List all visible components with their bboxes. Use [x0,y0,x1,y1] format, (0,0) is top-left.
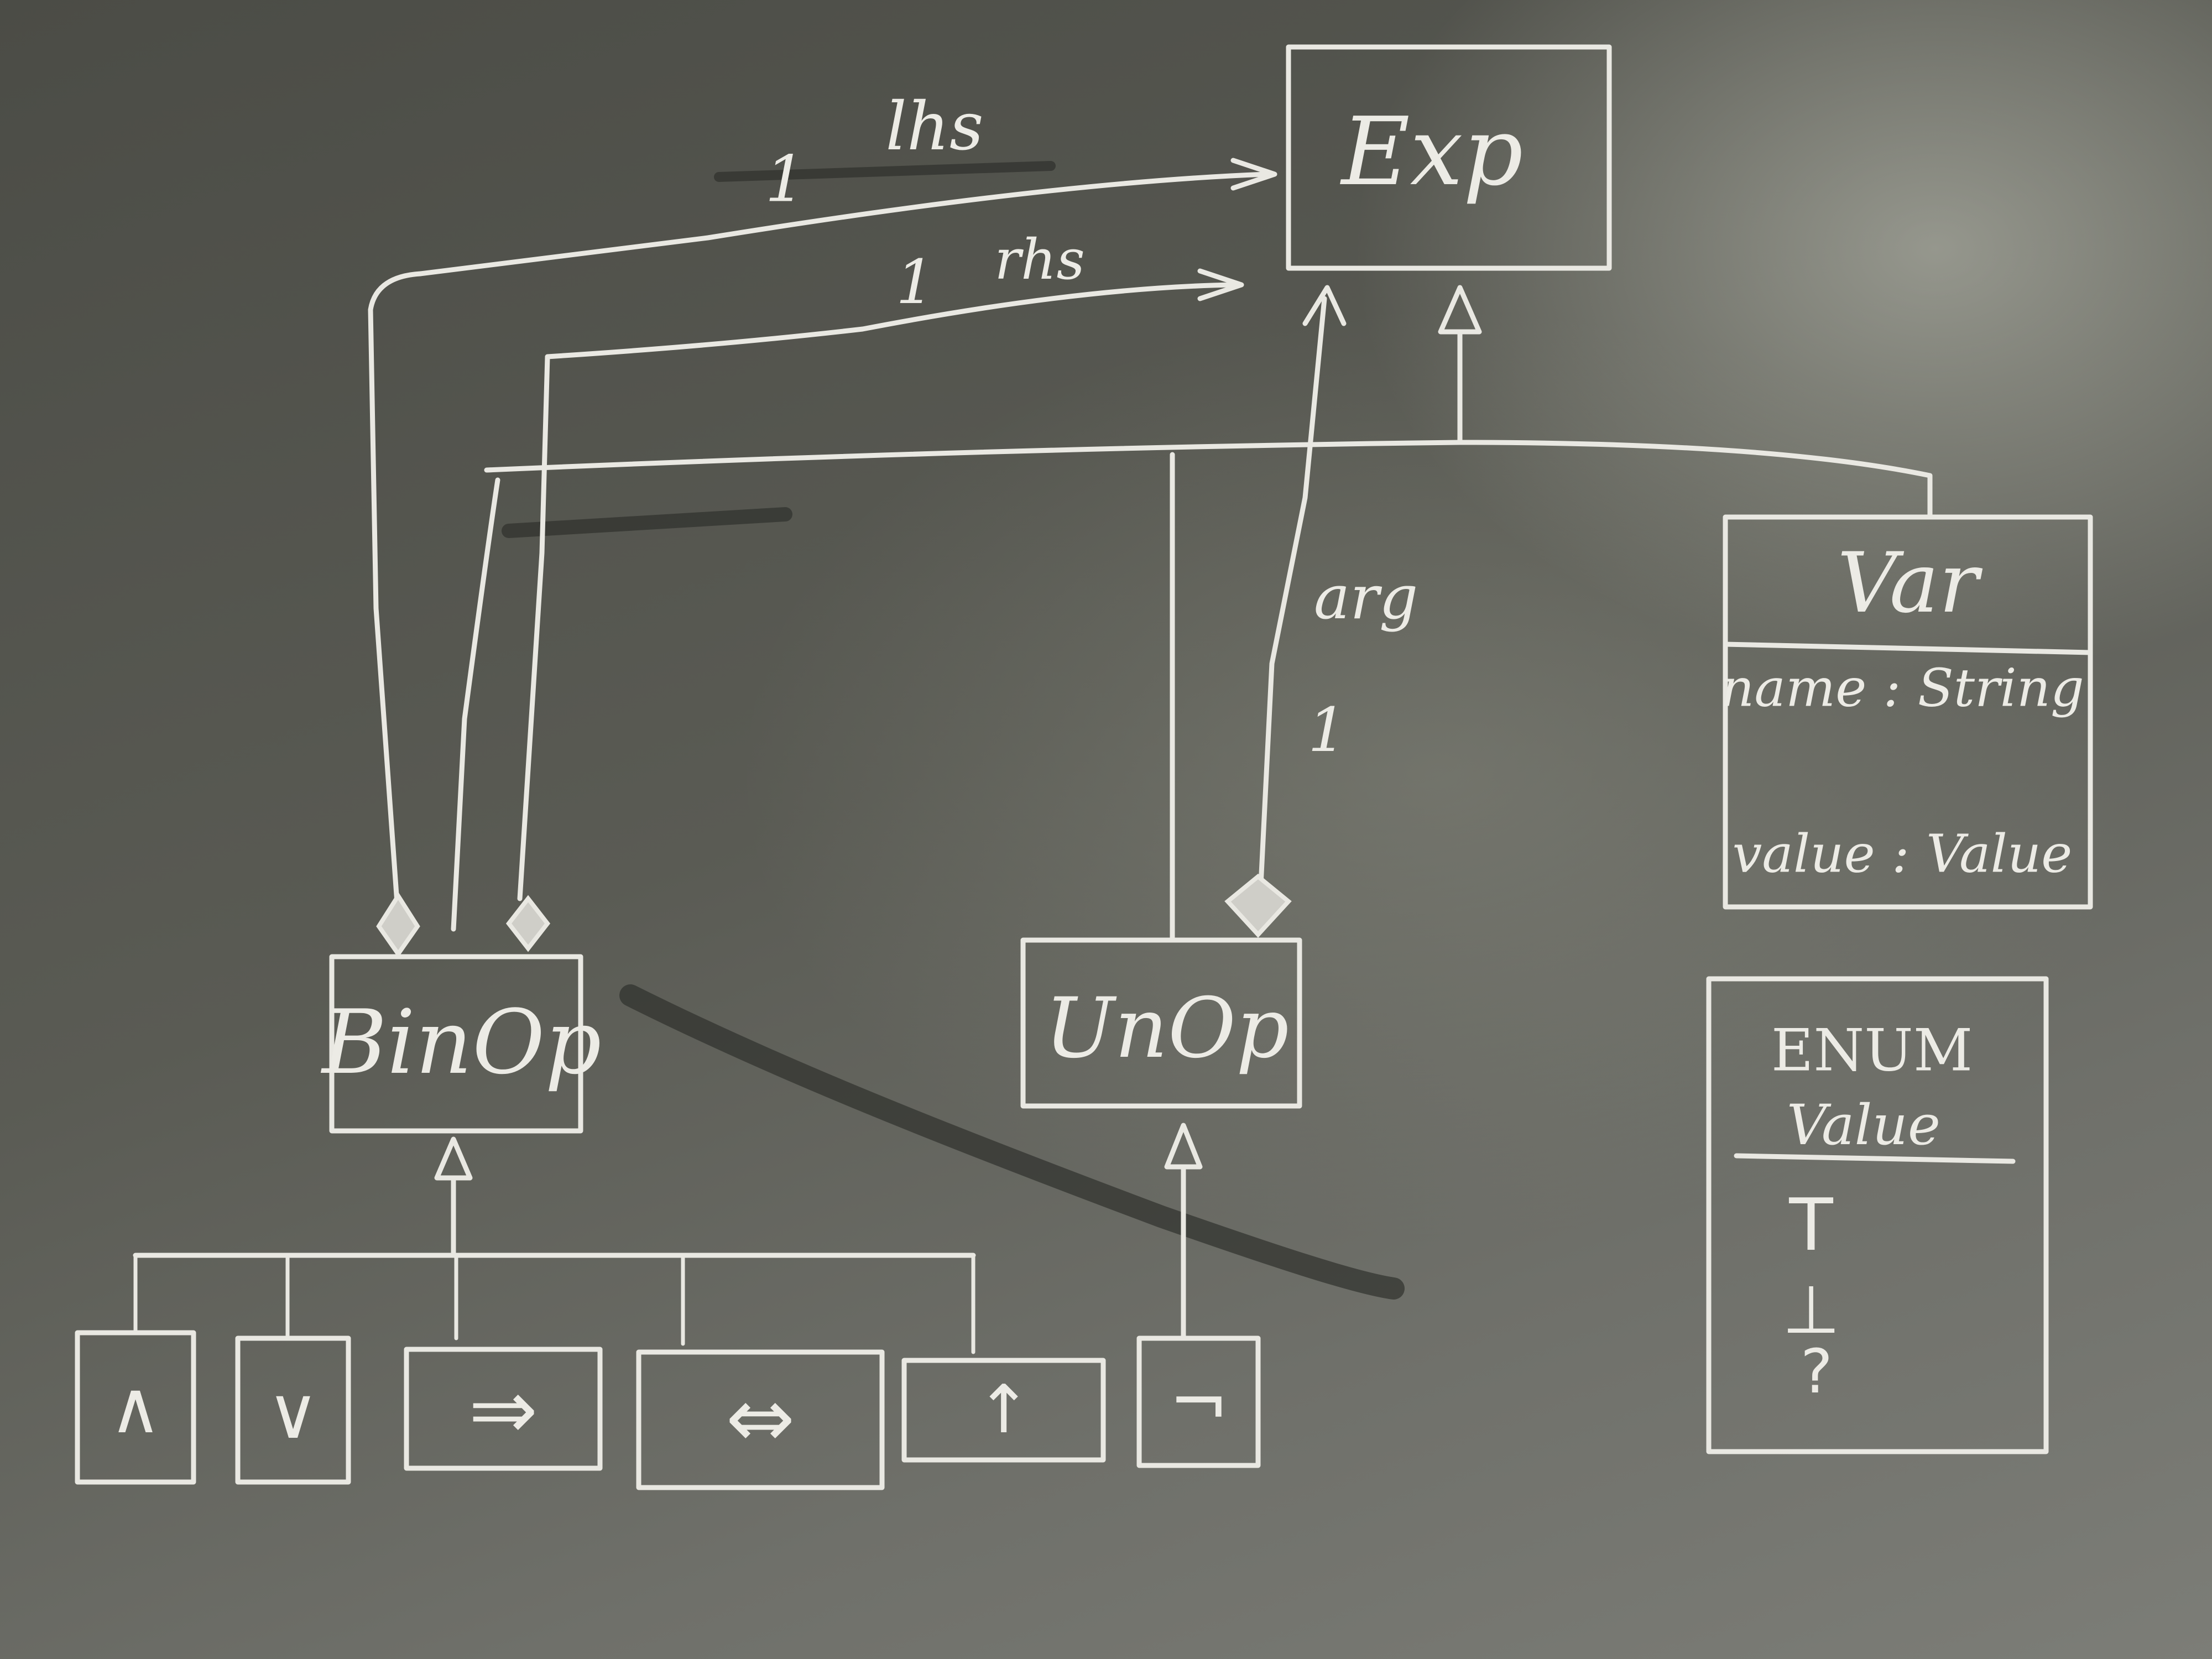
rhs-role: rhs [994,227,1085,292]
enum-name: Value [1786,1093,1941,1157]
enum-stereotype: ENUM [1771,1016,1973,1084]
unop-sub-triangle [1164,1123,1203,1170]
var-class-box [1723,514,2093,910]
arg-arrowhead [1302,285,1347,326]
enum-value-box [1706,976,2049,1454]
eraser-smudge [502,507,792,538]
var-attribute-value: value : Value [1732,823,2073,885]
arg-multiplicity: 1 [1308,695,1347,765]
var-attribute-name: name : String [1720,658,2084,719]
unop-class-box [1020,937,1302,1109]
binop-sub-triangle [434,1136,473,1181]
enum-divider [1734,1153,2016,1164]
iff-operator: ⇔ [726,1370,795,1467]
lhs-arrowhead [1230,158,1277,191]
exp-class-box [1286,44,1612,271]
exp-class-name: Exp [1341,97,1524,207]
not-operator: ¬ [1168,1360,1229,1444]
lhs-role: lhs [885,88,984,165]
binop-class-box [329,954,583,1134]
var-attribute-divider [1723,641,2093,655]
eraser-smudge [714,161,1056,182]
nand-operator: ↑ [975,1371,1032,1448]
enum-literal-unknown: ? [1800,1336,1833,1407]
exp-inheritance-triangle [1438,285,1482,335]
var-class-name: Var [1837,535,1979,632]
binop-class-name: BinOp [322,990,602,1094]
lhs-multiplicity: 1 [765,142,806,217]
eraser-smudge [619,984,1405,1300]
rhs-composition-diamond [505,895,551,952]
nand-operator-box [901,1358,1106,1463]
arg-role: arg [1313,562,1418,633]
and-operator-box [75,1330,196,1485]
lhs-composition-diamond [376,891,420,958]
unop-class-name: UnOp [1044,980,1290,1077]
and-operator: ∧ [109,1365,162,1449]
enum-literal-false: ⊥ [1782,1272,1840,1349]
lhs-association-line [368,171,1269,921]
rhs-arrowhead [1197,268,1244,301]
rhs-association-line [517,282,1236,901]
arg-composition-diamond [1224,873,1292,938]
exp-inheritance-bus [484,440,1933,520]
implies-operator: ⇒ [468,1362,538,1458]
iff-operator-box [636,1349,885,1490]
rhs-multiplicity: 1 [896,247,935,317]
arg-association-line [1258,296,1327,888]
enum-literal-true: T [1789,1183,1833,1267]
or-operator: ∨ [267,1371,320,1455]
binop-inheritance-line [451,477,500,932]
implies-operator-box [404,1347,603,1471]
or-operator-box [235,1335,351,1485]
not-operator-box [1136,1335,1261,1468]
